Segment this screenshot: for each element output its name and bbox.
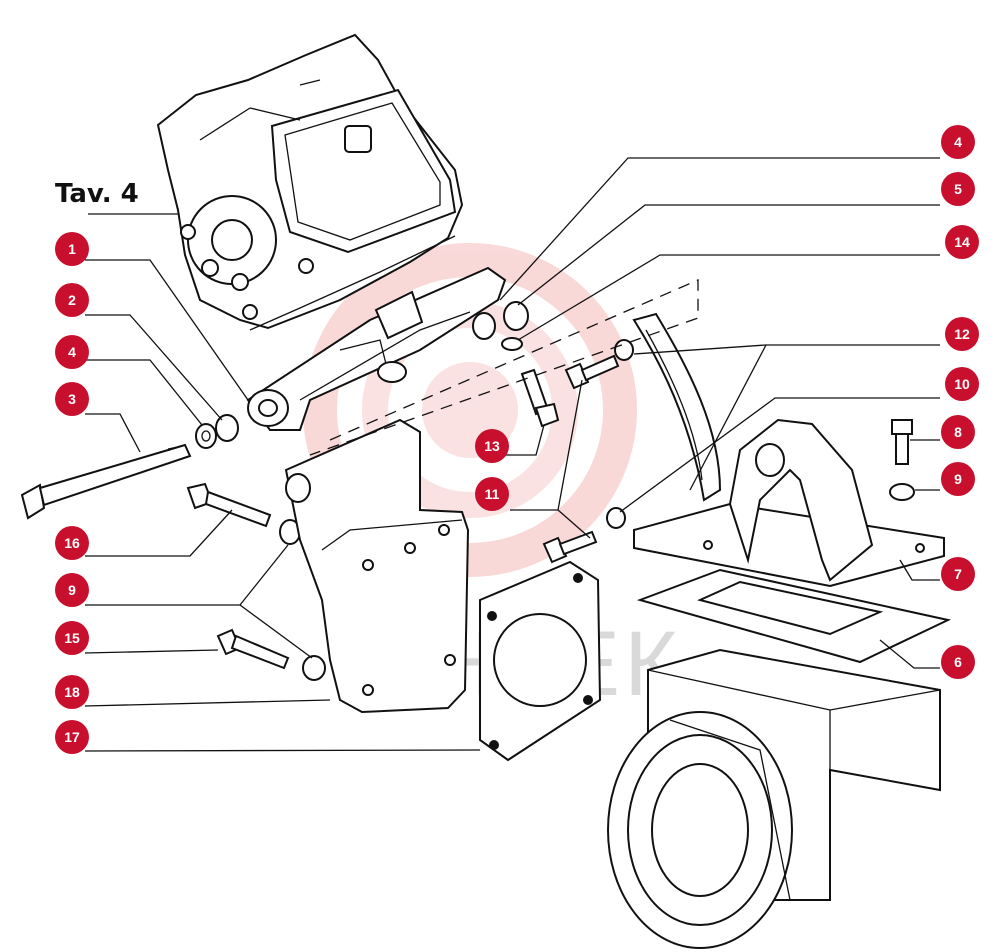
slotted-arm-12-drawing — [632, 312, 722, 502]
svg-text:5: 5 — [954, 181, 962, 197]
callout-6: 6 — [941, 645, 975, 679]
svg-text:2: 2 — [68, 292, 76, 308]
callout-5: 5 — [941, 172, 975, 206]
nut-9-drawing — [889, 483, 915, 501]
callout-4-right: 4 — [941, 125, 975, 159]
callout-11: 11 — [475, 477, 509, 511]
gasket-17-drawing — [479, 560, 602, 762]
callout-2: 2 — [55, 283, 89, 317]
bolt-16-drawing — [186, 482, 272, 528]
svg-text:1: 1 — [68, 241, 76, 257]
callout-17: 17 — [55, 720, 89, 754]
left-washers — [195, 414, 239, 449]
callout-10: 10 — [945, 367, 979, 401]
engine-block-drawing — [607, 648, 941, 949]
svg-text:8: 8 — [954, 424, 962, 440]
mounting-plate-18-drawing — [284, 418, 470, 714]
callout-15: 15 — [55, 621, 89, 655]
svg-text:14: 14 — [954, 234, 970, 250]
bolt-8-drawing — [891, 419, 913, 465]
callout-16: 16 — [55, 526, 89, 560]
callout-1: 1 — [55, 232, 89, 266]
svg-text:9: 9 — [68, 582, 76, 598]
svg-text:6: 6 — [954, 654, 962, 670]
support-bracket-drawing — [246, 266, 507, 431]
svg-text:10: 10 — [954, 376, 970, 392]
callout-4-left: 4 — [55, 335, 89, 369]
svg-text:3: 3 — [68, 391, 76, 407]
svg-text:9: 9 — [954, 471, 962, 487]
callout-14: 14 — [945, 225, 979, 259]
bolt-13-drawing — [520, 368, 560, 428]
callout-18: 18 — [55, 675, 89, 709]
svg-text:16: 16 — [64, 535, 80, 551]
svg-text:13: 13 — [484, 438, 500, 454]
svg-text:17: 17 — [64, 729, 80, 745]
svg-text:15: 15 — [64, 630, 80, 646]
diagram-title: Tav. 4 — [55, 179, 139, 209]
callout-7: 7 — [941, 557, 975, 591]
svg-text:11: 11 — [485, 486, 500, 502]
callout-12: 12 — [945, 317, 979, 351]
callout-9-left: 9 — [55, 573, 89, 607]
gasket-6-drawing — [636, 568, 952, 664]
svg-text:4: 4 — [954, 134, 962, 150]
washer-lower-drawing — [302, 655, 326, 681]
bolt-15-drawing — [216, 628, 290, 670]
svg-text:4: 4 — [68, 344, 76, 360]
callout-13: 13 — [475, 429, 509, 463]
bolt-11-drawing — [542, 339, 634, 564]
callout-3: 3 — [55, 382, 89, 416]
callout-9-right: 9 — [941, 462, 975, 496]
washers-4-5-14-drawing — [472, 301, 529, 351]
svg-text:18: 18 — [64, 684, 80, 700]
svg-text:7: 7 — [954, 566, 962, 582]
leader-lines — [84, 157, 940, 752]
long-bolt-drawing — [20, 443, 192, 520]
callout-8: 8 — [941, 415, 975, 449]
svg-text:12: 12 — [954, 326, 970, 342]
base-plate-7-drawing — [633, 418, 945, 588]
compressor-drawing — [156, 33, 464, 331]
